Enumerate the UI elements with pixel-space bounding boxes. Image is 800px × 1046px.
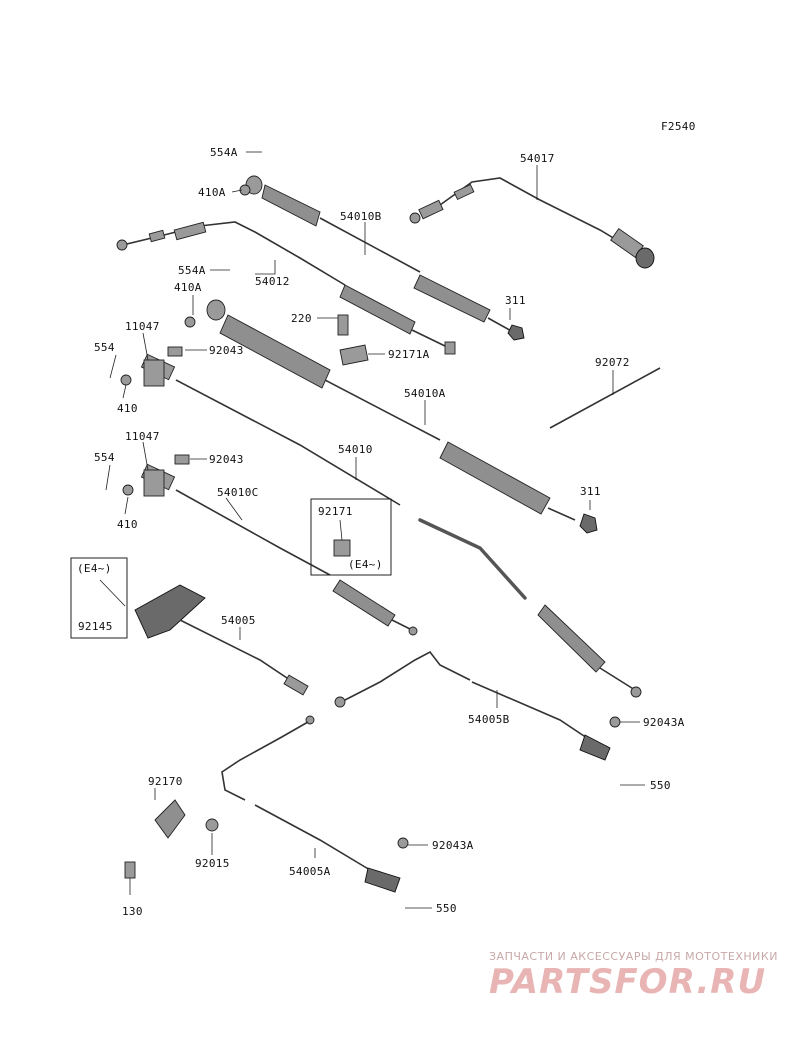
label-54010B: 54010B bbox=[340, 210, 382, 223]
label-311-top: 311 bbox=[505, 294, 526, 307]
label-92015: 92015 bbox=[195, 857, 230, 870]
cable-54010B bbox=[245, 175, 525, 341]
label-220: 220 bbox=[291, 312, 312, 325]
label-130: 130 bbox=[122, 905, 143, 918]
label-311-bot: 311 bbox=[580, 485, 601, 498]
label-54005A: 54005A bbox=[289, 865, 331, 878]
label-92043-bot: 92043 bbox=[209, 453, 244, 466]
cable-54005 bbox=[134, 584, 309, 696]
label-54010: 54010 bbox=[338, 443, 373, 456]
label-54005B: 54005B bbox=[468, 713, 510, 726]
watermark-brand: PARTSFOR.RU bbox=[489, 962, 767, 1002]
strap-92072 bbox=[549, 367, 661, 429]
label-550-top: 550 bbox=[650, 779, 671, 792]
leader-lines bbox=[105, 151, 645, 909]
detail-box-92171 bbox=[310, 498, 392, 576]
detail-box-92145 bbox=[70, 557, 128, 639]
label-54010C: 54010C bbox=[217, 486, 259, 499]
label-54012: 54012 bbox=[255, 275, 290, 288]
cable-54017 bbox=[409, 177, 655, 269]
small-parts bbox=[99, 184, 621, 879]
label-E4-left: (E4~) bbox=[77, 562, 112, 575]
watermark-tagline: ЗАПЧАСТИ И АКСЕССУАРЫ ДЛЯ МОТОТЕХНИКИ bbox=[489, 950, 778, 963]
label-554A-mid: 554A bbox=[178, 264, 206, 277]
label-410-bot: 410 bbox=[117, 518, 138, 531]
label-92072: 92072 bbox=[595, 356, 630, 369]
label-54005: 54005 bbox=[221, 614, 256, 627]
label-554A-top: 554A bbox=[210, 146, 238, 159]
label-92043A-top: 92043A bbox=[643, 716, 685, 729]
figure-code: F2540 bbox=[661, 120, 696, 133]
label-54010A: 54010A bbox=[404, 387, 446, 400]
cable-54005B bbox=[334, 650, 611, 761]
cable-54012 bbox=[116, 221, 456, 355]
label-554-top: 554 bbox=[94, 341, 115, 354]
label-92043A-bot: 92043A bbox=[432, 839, 474, 852]
cable-54005A bbox=[221, 715, 401, 893]
label-410A-mid: 410A bbox=[174, 281, 202, 294]
cable-54010A bbox=[206, 299, 598, 534]
label-554-bot: 554 bbox=[94, 451, 115, 464]
label-92170: 92170 bbox=[148, 775, 183, 788]
label-92145: 92145 bbox=[78, 620, 113, 633]
label-410A-top: 410A bbox=[198, 186, 226, 199]
label-92043-top: 92043 bbox=[209, 344, 244, 357]
label-E4-box: (E4~) bbox=[348, 558, 383, 571]
label-11047-top: 11047 bbox=[125, 320, 160, 333]
label-410-top: 410 bbox=[117, 402, 138, 415]
label-11047-bot: 11047 bbox=[125, 430, 160, 443]
label-92171: 92171 bbox=[318, 505, 353, 518]
label-54017: 54017 bbox=[520, 152, 555, 165]
label-550-bot: 550 bbox=[436, 902, 457, 915]
label-92171A: 92171A bbox=[388, 348, 430, 361]
